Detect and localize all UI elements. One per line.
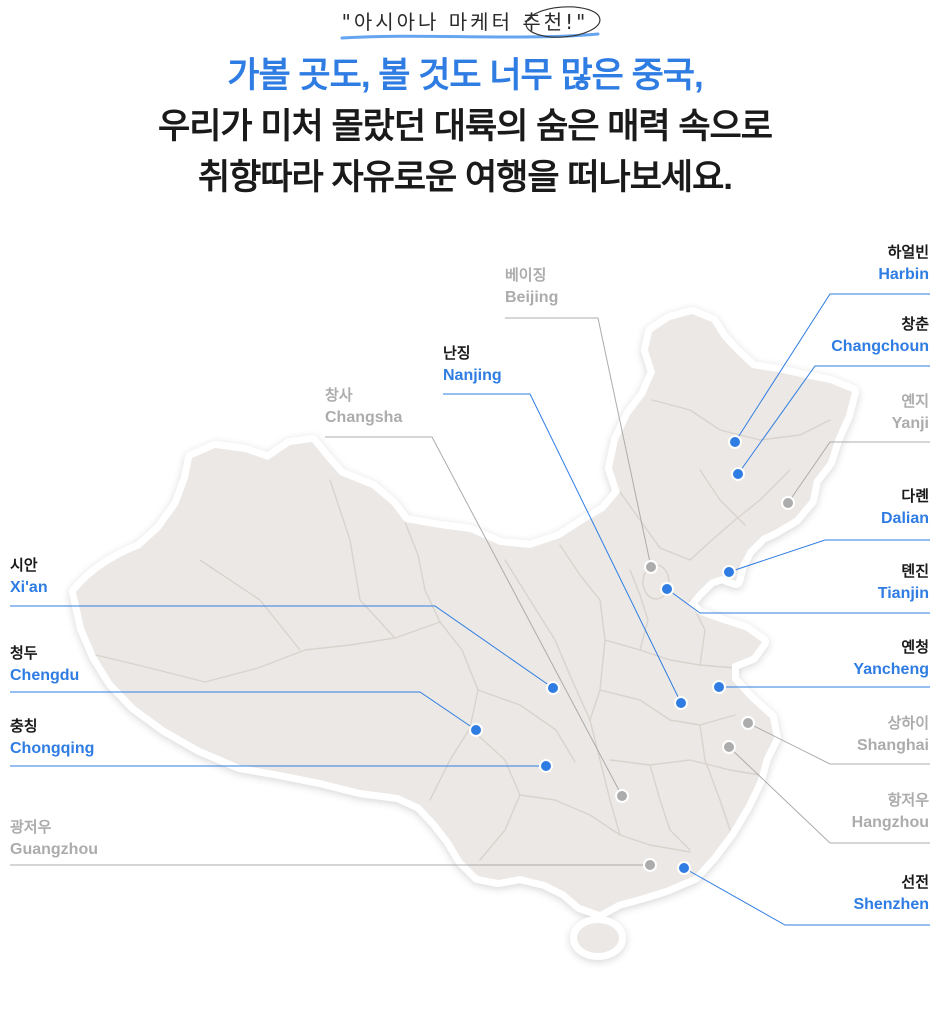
city-name-en: Shanghai: [856, 737, 929, 754]
city-name-ko: 톈진: [901, 563, 929, 580]
city-marker-guangzhou: [643, 858, 657, 872]
city-markers: [469, 435, 795, 875]
city-label-xian: 시안 Xi'an: [10, 555, 48, 599]
city-name-en: Xi'an: [10, 579, 48, 596]
city-name-en: Hangzhou: [851, 814, 929, 831]
headline-line-1: 가볼 곳도, 볼 것도 너무 많은 중국,: [227, 56, 703, 95]
city-label-harbin: 하얼빈 Harbin: [878, 242, 929, 286]
headline-line-3: 취향따라 자유로운 여행을 떠나보세요.: [197, 158, 733, 197]
city-label-chengdu: 청두 Chengdu: [10, 643, 79, 687]
city-name-ko: 충칭: [10, 718, 38, 735]
city-marker-chongqing: [539, 759, 553, 773]
city-label-guangzhou: 광저우 Guangzhou: [10, 817, 98, 861]
city-name-ko: 하얼빈: [887, 244, 929, 261]
city-name-ko: 시안: [10, 557, 38, 574]
city-name-ko: 항저우: [887, 792, 929, 809]
leader-line-tianjin: [666, 588, 930, 614]
hainan-island: [570, 916, 626, 960]
city-marker-yanji: [781, 496, 795, 510]
city-label-shanghai: 상하이 Shanghai: [857, 713, 929, 757]
city-name-en: Nanjing: [443, 367, 502, 384]
city-marker-shenzhen: [677, 861, 691, 875]
city-label-tianjin: 톈진 Tianjin: [878, 561, 929, 605]
city-name-ko: 창사: [325, 387, 353, 404]
city-label-dalian: 다롄 Dalian: [881, 486, 929, 530]
city-marker-hangzhou: [722, 740, 736, 754]
city-name-en: Guangzhou: [10, 841, 98, 858]
city-marker-chengdu: [469, 723, 483, 737]
city-label-yanji: 옌지 Yanji: [892, 391, 929, 435]
leader-line-hangzhou: [728, 746, 930, 844]
city-label-shenzhen: 선전 Shenzhen: [853, 872, 929, 916]
headline-line-2: 우리가 미처 몰랐던 대륙의 숨은 매력 속으로: [158, 107, 773, 146]
city-name-en: Shenzhen: [853, 896, 929, 913]
city-marker-harbin: [728, 435, 742, 449]
marketer-pick-tagline: "아시아나 마케터 추천!": [341, 10, 589, 34]
city-name-ko: 선전: [901, 874, 929, 891]
city-marker-changchoun: [731, 467, 745, 481]
city-marker-dalian: [722, 565, 736, 579]
city-name-ko: 옌지: [901, 393, 929, 410]
city-name-ko: 다롄: [901, 488, 929, 505]
city-label-nanjing: 난징 Nanjing: [443, 343, 502, 387]
city-label-changchoun: 창춘 Changchoun: [831, 314, 929, 358]
city-name-en: Changchoun: [831, 338, 929, 355]
city-name-ko: 창춘: [901, 316, 929, 333]
china-outline: [69, 307, 859, 919]
tagline-decoration: [340, 6, 601, 40]
city-name-en: Dalian: [880, 510, 929, 527]
city-label-hangzhou: 항저우 Hangzhou: [852, 790, 929, 834]
city-name-en: Tianjin: [877, 585, 929, 602]
leader-line-dalian: [728, 539, 930, 573]
city-name-ko: 상하이: [887, 715, 929, 732]
city-name-ko: 청두: [10, 645, 38, 662]
leader-lines: [10, 293, 930, 926]
city-marker-xian: [546, 681, 560, 695]
leader-line-changsha: [325, 436, 623, 797]
city-marker-shanghai: [741, 716, 755, 730]
city-name-en: Yancheng: [853, 661, 929, 678]
city-marker-changsha: [615, 789, 629, 803]
city-name-en: Beijing: [505, 289, 559, 306]
city-marker-tianjin: [660, 582, 674, 596]
leader-line-chengdu: [10, 691, 477, 731]
city-label-chongqing: 충칭 Chongqing: [10, 716, 94, 760]
leader-line-shanghai: [747, 722, 930, 765]
city-name-en: Harbin: [878, 266, 929, 283]
city-label-changsha: 창사 Changsha: [325, 385, 402, 429]
leader-line-shenzhen: [683, 867, 930, 926]
leader-line-changchoun: [737, 365, 930, 475]
leader-line-yanji: [787, 441, 930, 504]
city-marker-yancheng: [712, 680, 726, 694]
leader-line-nanjing: [443, 393, 682, 704]
city-name-en: Chongqing: [10, 740, 95, 757]
city-marker-nanjing: [674, 696, 688, 710]
city-name-ko: 베이징: [505, 267, 547, 284]
city-label-beijing: 베이징 Beijing: [505, 265, 558, 309]
leader-line-beijing: [505, 317, 652, 568]
city-name-ko: 난징: [443, 345, 471, 362]
leader-line-xian: [10, 605, 554, 689]
city-name-en: Chengdu: [10, 667, 80, 684]
tagline-highlight-circle: [525, 6, 601, 38]
city-label-yancheng: 옌청 Yancheng: [853, 637, 929, 681]
headline: 가볼 곳도, 볼 것도 너무 많은 중국, 우리가 미처 몰랐던 대륙의 숨은 …: [0, 50, 930, 203]
city-name-ko: 옌청: [901, 639, 929, 656]
tagline-underline-stroke: [340, 32, 600, 40]
city-name-ko: 광저우: [10, 819, 52, 836]
city-marker-beijing: [644, 560, 658, 574]
city-name-en: Yanji: [891, 415, 929, 432]
leader-line-harbin: [734, 293, 930, 443]
city-name-en: Changsha: [325, 409, 403, 426]
